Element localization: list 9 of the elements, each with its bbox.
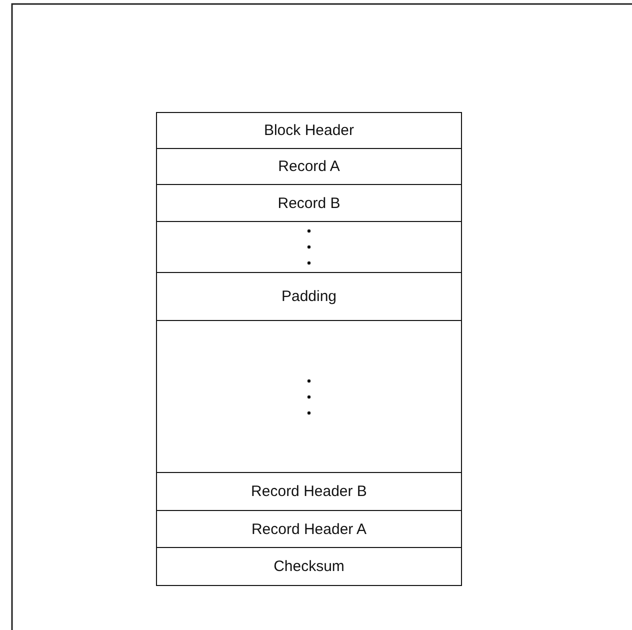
layout-row: Checksum (156, 547, 462, 586)
layout-row: Record B (156, 184, 462, 222)
layout-row: Record Header A (156, 510, 462, 548)
layout-row: Record Header B (156, 472, 462, 512)
empty-row (156, 320, 462, 474)
layout-row: Padding (156, 272, 462, 322)
layout-row: Record A (156, 148, 462, 186)
layout-row: Block Header (156, 112, 462, 150)
empty-row (156, 221, 462, 274)
